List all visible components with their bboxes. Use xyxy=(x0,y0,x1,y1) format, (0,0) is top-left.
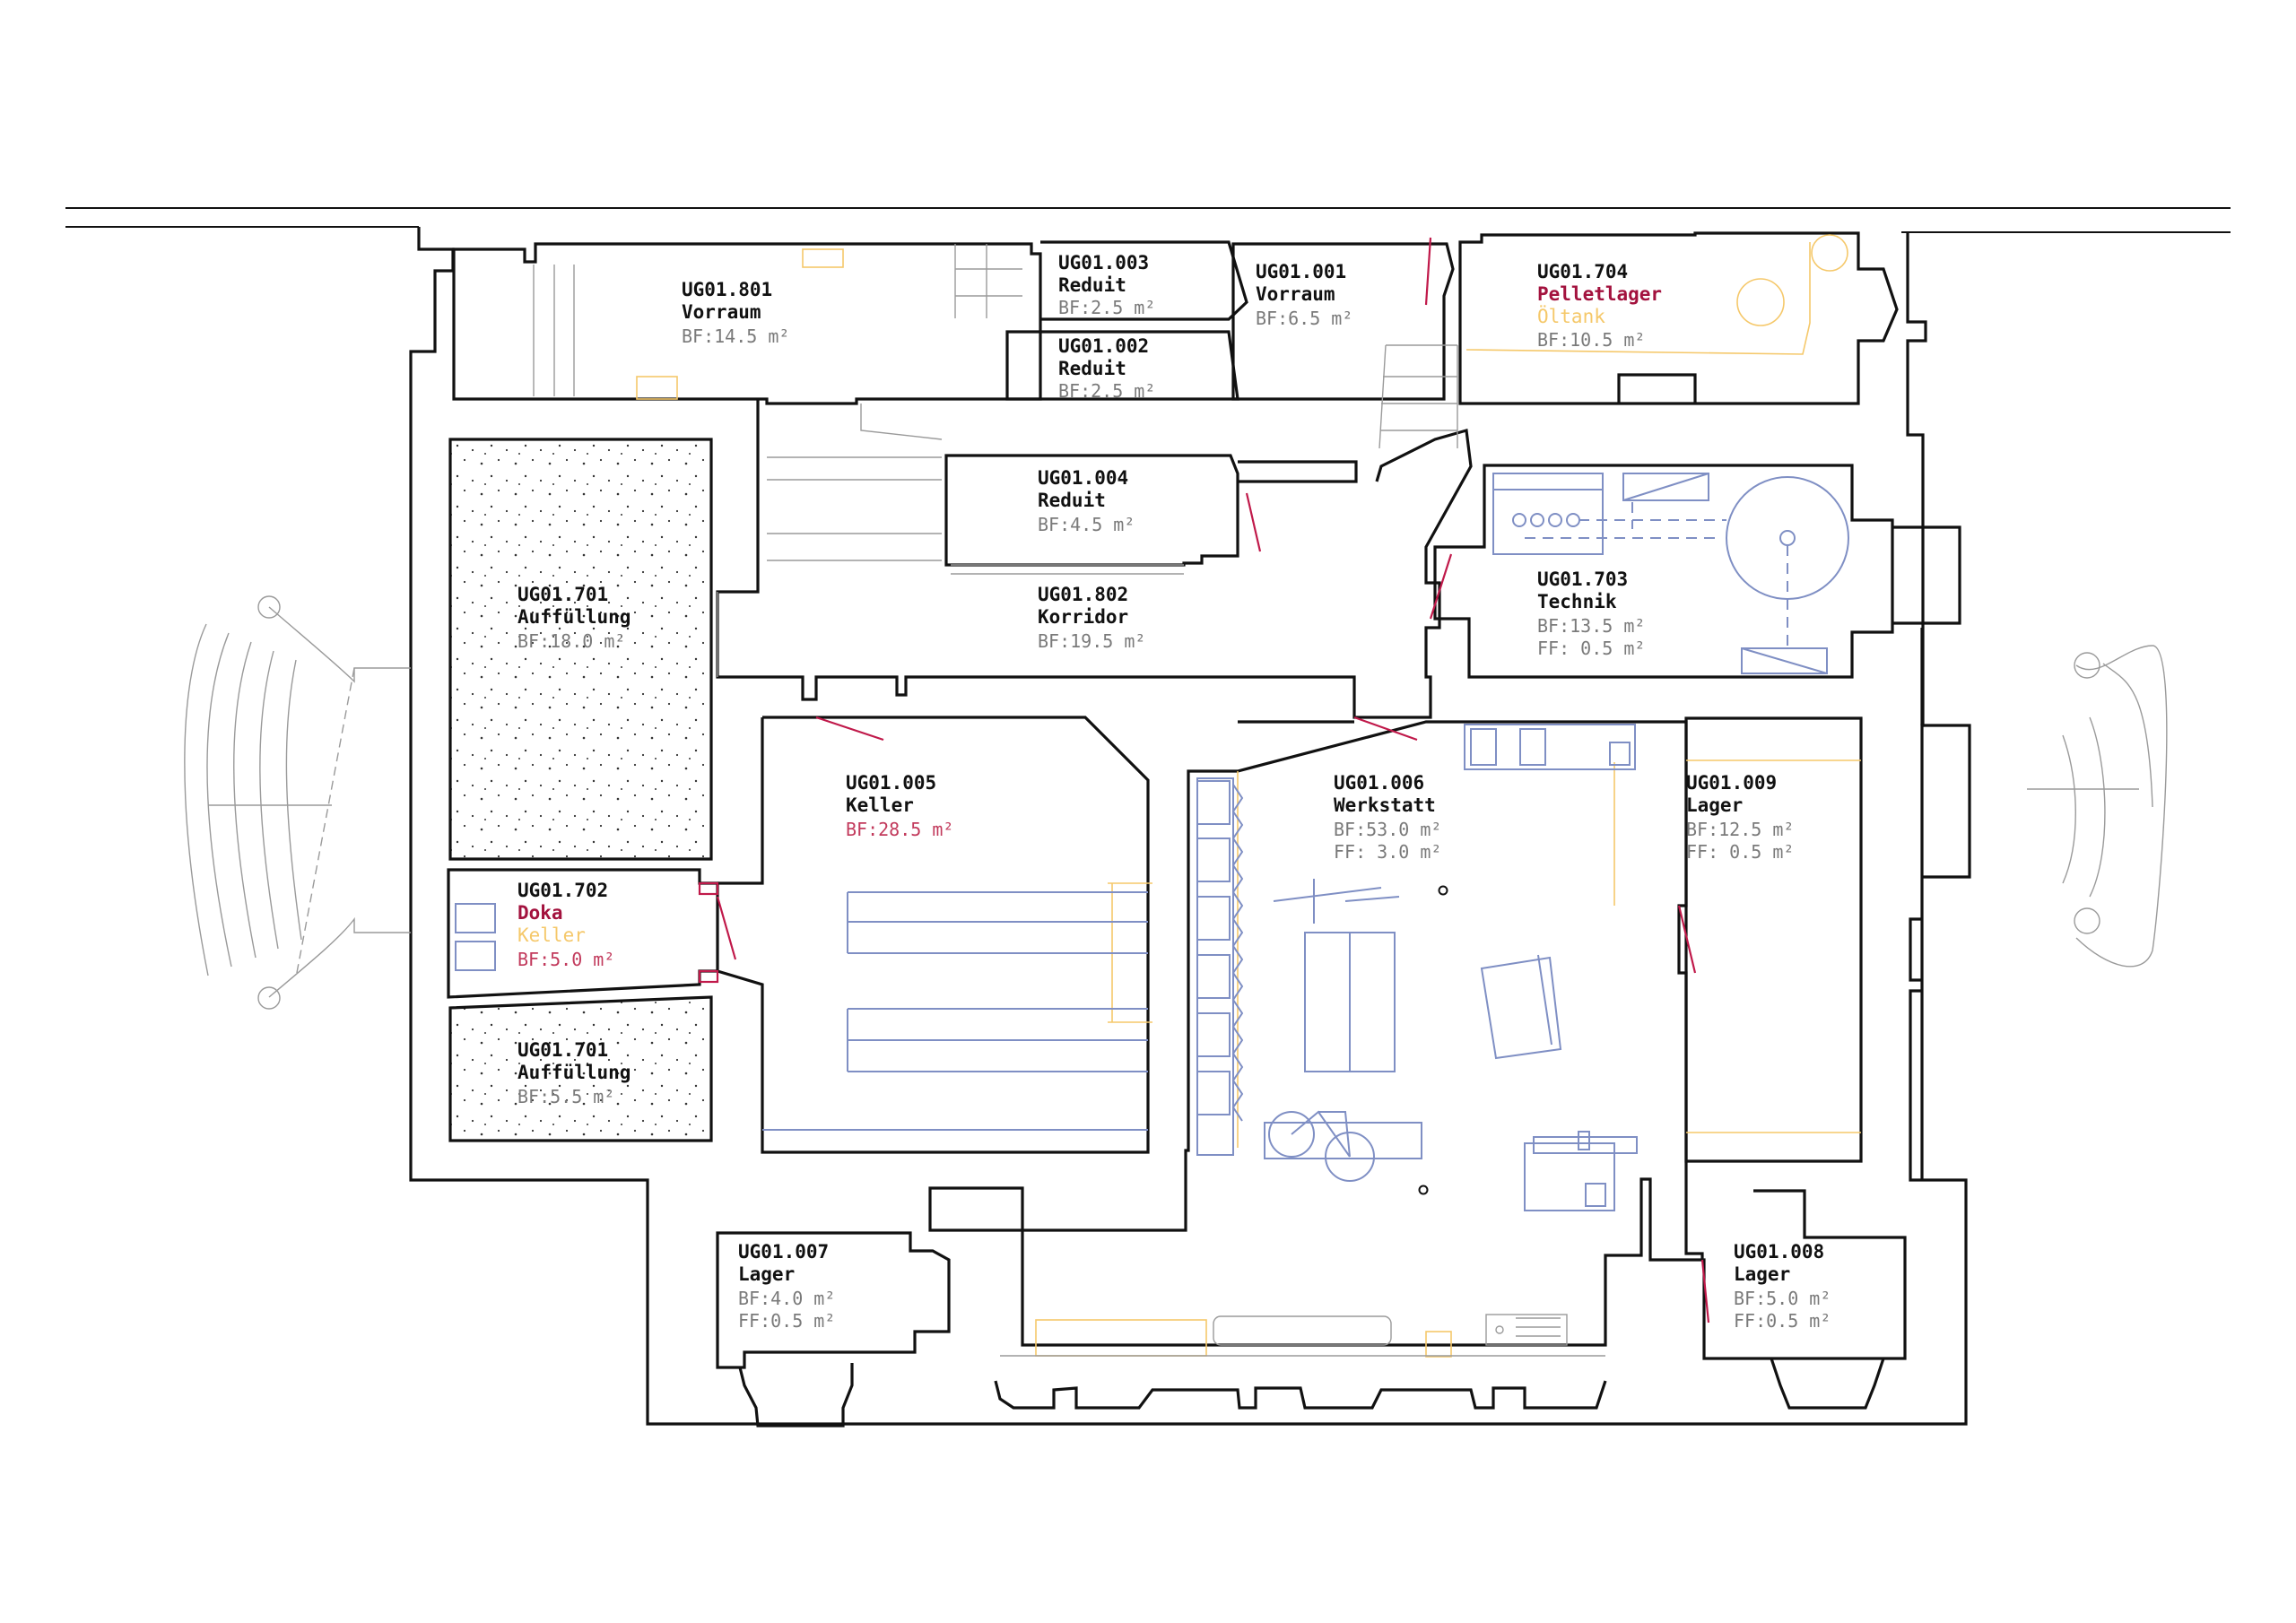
room-ug01-005: UG01.005 Keller BF:28.5 m² xyxy=(846,772,953,840)
room-id: UG01.008 xyxy=(1734,1241,1824,1263)
room-name: Doka xyxy=(517,902,563,924)
room-area-ff: FF:0.5 m² xyxy=(1734,1310,1831,1332)
room-id: UG01.003 xyxy=(1058,252,1149,273)
room-name: Lager xyxy=(738,1263,795,1285)
room-ug01-704: UG01.704 Pelletlager Öltank BF:10.5 m² xyxy=(1537,261,1662,351)
room-ug01-008: UG01.008 Lager BF:5.0 m² FF:0.5 m² xyxy=(1734,1241,1831,1332)
room-area-ff: FF: 0.5 m² xyxy=(1537,638,1645,659)
room-area-ff: FF: 3.0 m² xyxy=(1334,841,1441,863)
room-id: UG01.801 xyxy=(682,279,772,300)
outer-wall xyxy=(409,227,1968,1426)
room-area: BF:5.0 m² xyxy=(1734,1288,1831,1309)
room-name: Vorraum xyxy=(1256,283,1335,305)
room-area: BF:53.0 m² xyxy=(1334,819,1441,840)
room-ug01-003: UG01.003 Reduit BF:2.5 m² xyxy=(1058,252,1155,318)
room-id: UG01.701 xyxy=(517,1039,608,1061)
room-ug01-004: UG01.004 Reduit BF:4.5 m² xyxy=(1038,467,1135,535)
room-name: Reduit xyxy=(1038,490,1106,511)
room-ug01-007: UG01.007 Lager BF:4.0 m² FF:0.5 m² xyxy=(738,1241,835,1332)
right-exterior-stair xyxy=(1920,628,2168,968)
inner-walls xyxy=(447,231,1961,1428)
room-ug01-001: UG01.001 Vorraum BF:6.5 m² xyxy=(1256,261,1352,329)
room-area: BF:5.5 m² xyxy=(517,1086,614,1107)
room-id: UG01.001 xyxy=(1256,261,1346,282)
room-id: UG01.802 xyxy=(1038,584,1128,605)
room-ug01-801: UG01.801 Vorraum BF:14.5 m² xyxy=(682,279,789,347)
room-ug01-701-upper: UG01.701 Auffüllung BF:18.0 m² xyxy=(517,584,631,652)
room-area: BF:28.5 m² xyxy=(846,819,953,840)
room-id: UG01.704 xyxy=(1537,261,1628,282)
room-name: Vorraum xyxy=(682,301,761,323)
room-name: Technik xyxy=(1537,591,1617,612)
room-ug01-006: UG01.006 Werkstatt BF:53.0 m² FF: 3.0 m² xyxy=(1334,772,1441,863)
room-area: BF:2.5 m² xyxy=(1058,380,1155,402)
room-id: UG01.004 xyxy=(1038,467,1128,489)
room-name: Reduit xyxy=(1058,358,1126,379)
room-area: BF:19.5 m² xyxy=(1038,630,1145,652)
room-name: Korridor xyxy=(1038,606,1128,628)
room-ug01-701-lower: UG01.701 Auffüllung BF:5.5 m² xyxy=(517,1039,631,1107)
room-ug01-802: UG01.802 Korridor BF:19.5 m² xyxy=(1038,584,1145,652)
room-id: UG01.703 xyxy=(1537,568,1628,590)
room-id: UG01.005 xyxy=(846,772,936,794)
left-exterior-stair xyxy=(184,595,411,1010)
room-alt-name: Öltank xyxy=(1537,305,1605,327)
room-name: Reduit xyxy=(1058,274,1126,296)
room-area-ff: FF: 0.5 m² xyxy=(1686,841,1794,863)
room-area: BF:6.5 m² xyxy=(1256,308,1352,329)
room-id: UG01.006 xyxy=(1334,772,1424,794)
room-area: BF:5.0 m² xyxy=(517,949,614,970)
room-area: BF:12.5 m² xyxy=(1686,819,1794,840)
room-id: UG01.002 xyxy=(1058,335,1149,357)
room-ug01-002: UG01.002 Reduit BF:2.5 m² xyxy=(1058,335,1155,402)
room-area: BF:4.5 m² xyxy=(1038,514,1135,535)
room-area: BF:10.5 m² xyxy=(1537,329,1645,351)
doors xyxy=(698,237,1710,1324)
room-ug01-703: UG01.703 Technik BF:13.5 m² FF: 0.5 m² xyxy=(1537,568,1645,659)
room-id: UG01.702 xyxy=(517,880,608,901)
room-area: BF:14.5 m² xyxy=(682,325,789,347)
room-name: Lager xyxy=(1734,1263,1790,1285)
room-name: Werkstatt xyxy=(1334,794,1436,816)
room-name: Keller xyxy=(846,794,914,816)
room-id: UG01.701 xyxy=(517,584,608,605)
street-lines xyxy=(65,207,2231,233)
room-id: UG01.009 xyxy=(1686,772,1777,794)
room-alt-name: Keller xyxy=(517,924,586,946)
furniture xyxy=(455,473,1849,1357)
room-ug01-702: UG01.702 Doka Keller BF:5.0 m² xyxy=(517,880,614,970)
room-name: Auffüllung xyxy=(517,606,631,628)
room-name: Auffüllung xyxy=(517,1062,631,1083)
room-area: BF:2.5 m² xyxy=(1058,297,1155,318)
room-area-ff: FF:0.5 m² xyxy=(738,1310,835,1332)
room-area: BF:13.5 m² xyxy=(1537,615,1645,637)
room-id: UG01.007 xyxy=(738,1241,829,1263)
room-ug01-009: UG01.009 Lager BF:12.5 m² FF: 0.5 m² xyxy=(1686,772,1794,863)
room-area: BF:18.0 m² xyxy=(517,630,625,652)
room-name: Lager xyxy=(1686,794,1743,816)
room-area: BF:4.0 m² xyxy=(738,1288,835,1309)
room-labels: UG01.801 Vorraum BF:14.5 m² UG01.003 Red… xyxy=(517,252,1831,1332)
room-name: Pelletlager xyxy=(1537,283,1662,305)
